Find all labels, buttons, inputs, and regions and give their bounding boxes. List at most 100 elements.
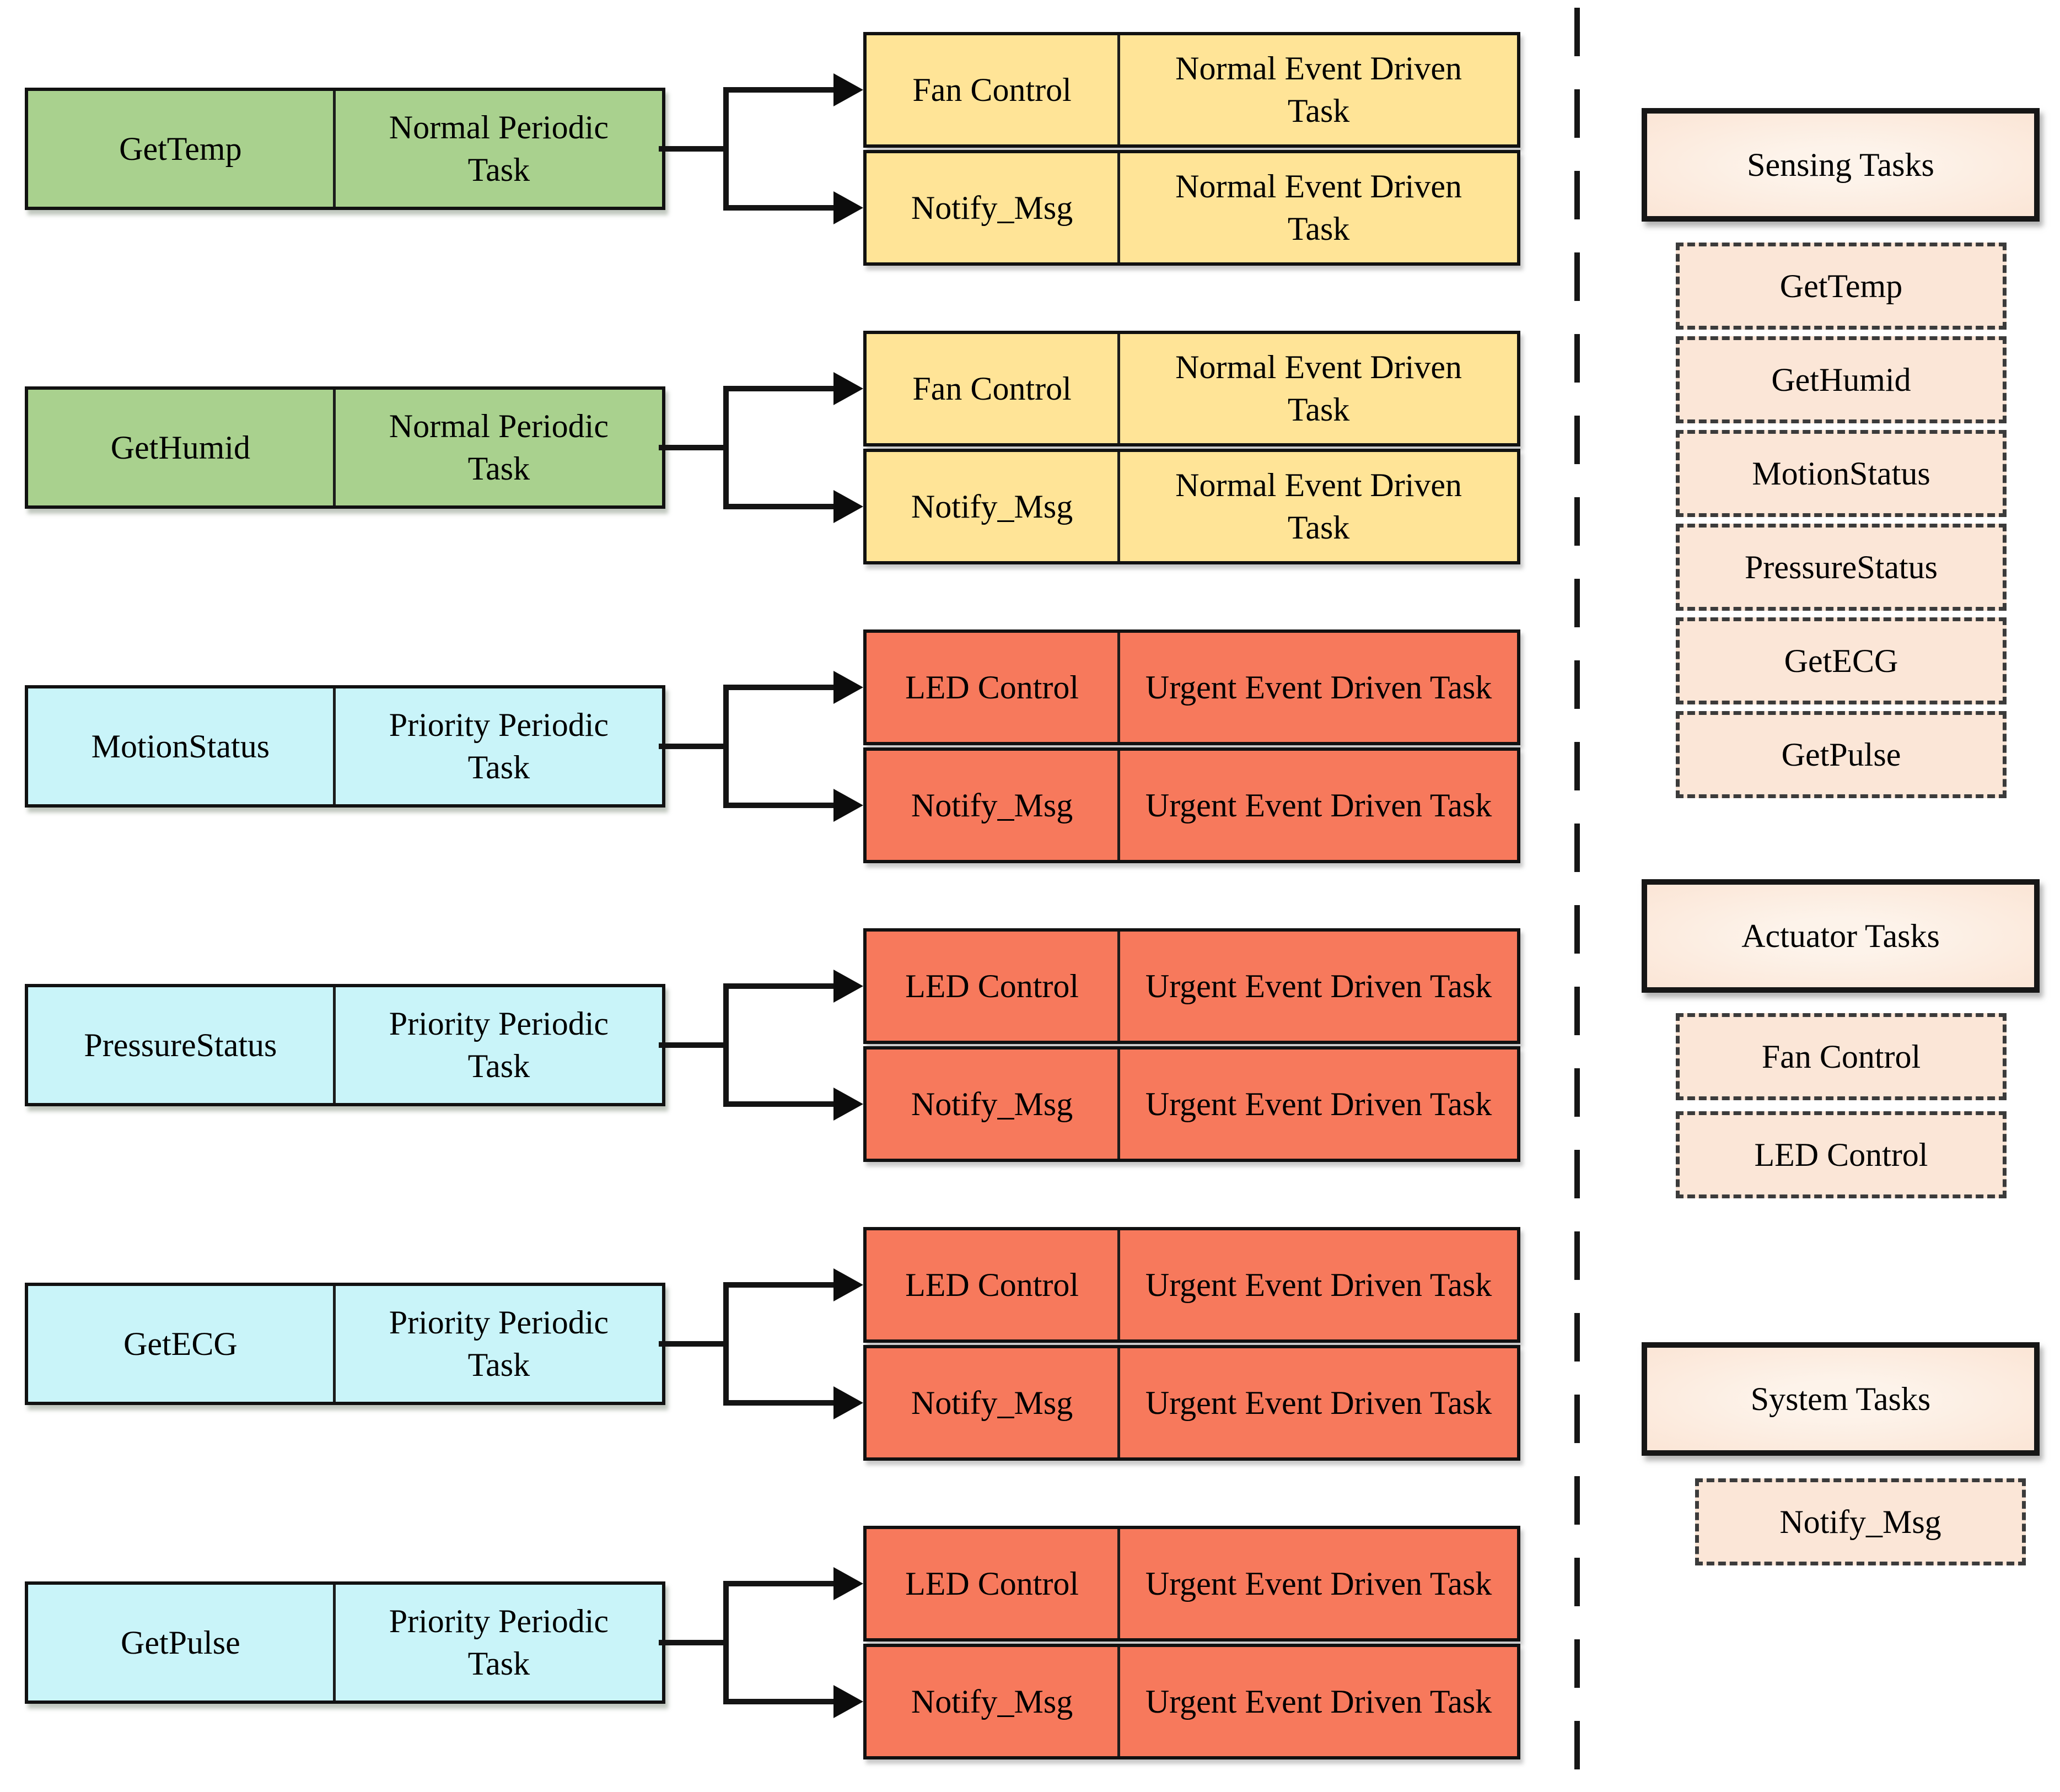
target-task-box: LED Control Urgent Event Driven Task (863, 1227, 1520, 1343)
source-task-name: PressureStatus (28, 987, 336, 1103)
source-task-box: PressureStatus Priority Periodic Task (25, 984, 665, 1106)
target-task-type: Urgent Event Driven Task (1145, 1683, 1492, 1720)
connector-stub (659, 146, 726, 152)
legend-item-fan-control: Fan Control (1676, 1013, 2007, 1100)
target-task-type: Normal Event Driven Task (1175, 349, 1462, 428)
legend-header-system-tasks: System Tasks (1642, 1342, 2040, 1456)
connector-bracket (723, 983, 729, 1107)
target-task-box: LED Control Urgent Event Driven Task (863, 928, 1520, 1044)
connector-bracket (723, 685, 729, 808)
target-task-type: Urgent Event Driven Task (1145, 1384, 1492, 1421)
connector-bracket (723, 386, 729, 509)
connector-branch-top (723, 1282, 837, 1288)
arrowhead-bottom-icon (833, 1088, 863, 1121)
target-task-type: Urgent Event Driven Task (1145, 669, 1492, 706)
task-row-motionstatus: MotionStatus Priority Periodic Task LED … (0, 629, 1538, 870)
target-task-name: LED Control (867, 932, 1121, 1041)
source-task-type: Priority Periodic Task (389, 1304, 609, 1383)
target-task-box: Notify_Msg Normal Event Driven Task (863, 150, 1520, 266)
connector-branch-bottom (723, 504, 837, 509)
source-task-type: Normal Periodic Task (389, 109, 609, 188)
target-task-box: Fan Control Normal Event Driven Task (863, 331, 1520, 446)
target-task-type: Urgent Event Driven Task (1145, 787, 1492, 824)
arrowhead-top-icon (833, 73, 863, 106)
target-task-box: Notify_Msg Urgent Event Driven Task (863, 1345, 1520, 1461)
target-task-type: Urgent Event Driven Task (1145, 1565, 1492, 1602)
task-row-getecg: GetECG Priority Periodic Task LED Contro… (0, 1227, 1538, 1467)
legend-item-pressurestatus: PressureStatus (1676, 524, 2007, 611)
legend-separator-dashed-line (1574, 8, 1580, 1784)
source-task-box: MotionStatus Priority Periodic Task (25, 685, 665, 808)
arrowhead-top-icon (833, 372, 863, 405)
connector-branch-top (723, 386, 837, 391)
target-task-box: Notify_Msg Urgent Event Driven Task (863, 747, 1520, 863)
target-task-name: Fan Control (867, 334, 1121, 443)
connector-branch-bottom (723, 1699, 837, 1704)
legend-item-getecg: GetECG (1676, 617, 2007, 704)
target-task-box: LED Control Urgent Event Driven Task (863, 629, 1520, 745)
target-task-box: LED Control Urgent Event Driven Task (863, 1526, 1520, 1642)
legend-item-notify-msg: Notify_Msg (1695, 1478, 2026, 1565)
source-task-type: Priority Periodic Task (389, 707, 609, 785)
connector-stub (659, 1640, 726, 1645)
connector-bracket (723, 1581, 729, 1704)
target-task-name: Notify_Msg (867, 1050, 1121, 1159)
connector-branch-top (723, 87, 837, 93)
target-task-type: Urgent Event Driven Task (1145, 1266, 1492, 1303)
arrowhead-top-icon (833, 970, 863, 1003)
arrowhead-top-icon (833, 1567, 863, 1600)
connector-stub (659, 1341, 726, 1347)
arrowhead-bottom-icon (833, 1685, 863, 1718)
source-task-box: GetTemp Normal Periodic Task (25, 88, 665, 210)
source-task-type: Normal Periodic Task (389, 408, 609, 487)
target-task-type: Normal Event Driven Task (1175, 467, 1462, 546)
connector-branch-bottom (723, 1400, 837, 1406)
target-task-name: LED Control (867, 1529, 1121, 1638)
target-task-name: Fan Control (867, 35, 1121, 144)
arrowhead-bottom-icon (833, 1386, 863, 1419)
target-task-name: LED Control (867, 633, 1121, 742)
task-row-gettemp: GetTemp Normal Periodic Task Fan Control… (0, 32, 1538, 272)
target-task-name: Notify_Msg (867, 1348, 1121, 1457)
source-task-name: GetTemp (28, 91, 336, 207)
target-task-type: Normal Event Driven Task (1175, 168, 1462, 247)
connector-branch-top (723, 685, 837, 690)
source-task-name: GetPulse (28, 1585, 336, 1700)
target-task-type: Urgent Event Driven Task (1145, 967, 1492, 1004)
arrowhead-bottom-icon (833, 789, 863, 822)
source-task-type: Priority Periodic Task (389, 1005, 609, 1084)
arrowhead-bottom-icon (833, 191, 863, 224)
legend-item-led-control: LED Control (1676, 1111, 2007, 1198)
legend-item-gethumid: GetHumid (1676, 336, 2007, 423)
arrowhead-bottom-icon (833, 490, 863, 523)
target-task-box: Notify_Msg Urgent Event Driven Task (863, 1046, 1520, 1162)
target-task-name: Notify_Msg (867, 1647, 1121, 1756)
connector-branch-top (723, 1581, 837, 1586)
source-task-box: GetECG Priority Periodic Task (25, 1283, 665, 1405)
target-task-type: Urgent Event Driven Task (1145, 1085, 1492, 1122)
target-task-box: Notify_Msg Urgent Event Driven Task (863, 1644, 1520, 1759)
target-task-box: Notify_Msg Normal Event Driven Task (863, 449, 1520, 564)
legend-header-actuator-tasks: Actuator Tasks (1642, 879, 2040, 993)
connector-branch-top (723, 983, 837, 989)
arrowhead-top-icon (833, 1268, 863, 1301)
target-task-name: Notify_Msg (867, 751, 1121, 860)
connector-stub (659, 1042, 726, 1048)
source-task-type: Priority Periodic Task (389, 1603, 609, 1682)
target-task-name: Notify_Msg (867, 153, 1121, 262)
connector-bracket (723, 1282, 729, 1406)
connector-stub (659, 445, 726, 450)
legend-header-sensing-tasks: Sensing Tasks (1642, 108, 2040, 222)
legend-item-gettemp: GetTemp (1676, 243, 2007, 330)
target-task-name: LED Control (867, 1230, 1121, 1339)
connector-branch-bottom (723, 803, 837, 808)
source-task-box: GetHumid Normal Periodic Task (25, 386, 665, 509)
target-task-box: Fan Control Normal Event Driven Task (863, 32, 1520, 148)
connector-bracket (723, 87, 729, 211)
connector-branch-bottom (723, 205, 837, 211)
connector-branch-bottom (723, 1101, 837, 1107)
connector-stub (659, 744, 726, 749)
source-task-box: GetPulse Priority Periodic Task (25, 1581, 665, 1704)
legend-item-getpulse: GetPulse (1676, 711, 2007, 798)
